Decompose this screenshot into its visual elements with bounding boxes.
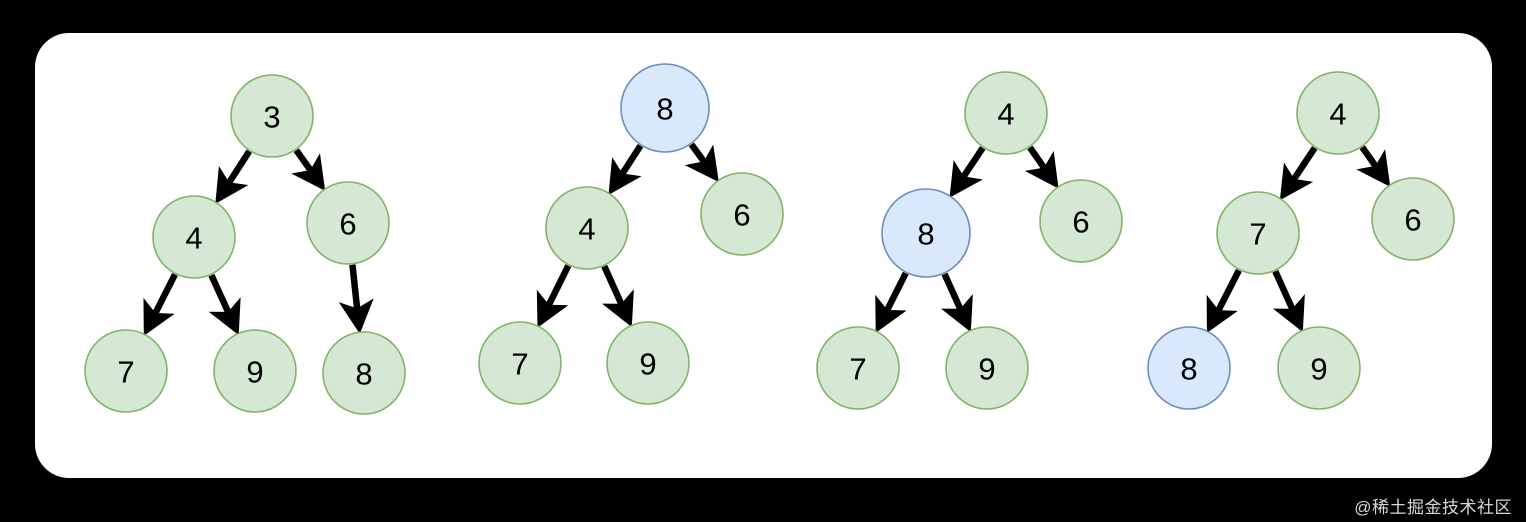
node-label: 9 (1310, 352, 1327, 387)
node-circle[interactable] (1296, 71, 1380, 155)
edges-layer (143, 142, 1391, 336)
node-circle[interactable] (700, 172, 784, 256)
node-circle[interactable] (306, 181, 390, 265)
node-circle[interactable] (606, 321, 690, 405)
tree-edge (338, 264, 374, 334)
node-circle[interactable] (152, 195, 236, 279)
tree-edge (1279, 146, 1318, 201)
node-label: 6 (1404, 203, 1421, 238)
tree-edge (291, 148, 326, 191)
node-label: 6 (339, 207, 356, 242)
node-circle[interactable] (322, 331, 406, 415)
tree-node[interactable]: 3 (230, 74, 314, 158)
node-circle[interactable] (1371, 177, 1455, 261)
tree-node[interactable]: 9 (213, 329, 297, 413)
node-label: 7 (117, 355, 134, 390)
tree-edge (940, 272, 973, 333)
tree-edge (949, 146, 986, 198)
node-circle[interactable] (1216, 191, 1300, 275)
tree-node[interactable]: 8 (1147, 326, 1231, 410)
node-circle[interactable] (84, 329, 168, 413)
node-label: 4 (578, 212, 595, 247)
node-circle[interactable] (945, 326, 1029, 410)
node-circle[interactable] (1277, 326, 1361, 410)
tree-node[interactable]: 9 (606, 321, 690, 405)
node-label: 3 (263, 100, 280, 135)
tree-node[interactable]: 4 (964, 71, 1048, 155)
node-label: 4 (185, 221, 202, 256)
tree-node[interactable]: 6 (1371, 177, 1455, 261)
node-label: 8 (355, 357, 372, 392)
tree-node[interactable]: 7 (1216, 191, 1300, 275)
tree-edge (536, 264, 572, 328)
node-circle[interactable] (478, 321, 562, 405)
node-circle[interactable] (1147, 326, 1231, 410)
node-circle[interactable] (1039, 179, 1123, 263)
tree-node[interactable]: 9 (1277, 326, 1361, 410)
tree-node[interactable]: 7 (84, 329, 168, 413)
tree-edge (875, 271, 909, 333)
node-circle[interactable] (545, 186, 629, 270)
tree-edge (143, 272, 178, 336)
tree-edge (684, 142, 719, 183)
tree-node[interactable]: 8 (620, 63, 710, 153)
tree-edge (608, 143, 644, 196)
node-label: 8 (656, 92, 673, 127)
node-label: 7 (511, 347, 528, 382)
tree-node[interactable]: 6 (1039, 179, 1123, 263)
node-circle[interactable] (881, 188, 971, 278)
node-circle[interactable] (620, 63, 710, 153)
tree-node[interactable]: 6 (700, 172, 784, 256)
node-label: 4 (1329, 97, 1346, 132)
node-circle[interactable] (964, 71, 1048, 155)
node-label: 6 (733, 198, 750, 233)
tree-node[interactable]: 8 (322, 331, 406, 415)
tree-node[interactable]: 7 (816, 326, 900, 410)
tree-edge (1356, 145, 1391, 187)
tree-node[interactable]: 4 (152, 195, 236, 279)
tree-node[interactable]: 6 (306, 181, 390, 265)
tree-edge (215, 149, 252, 204)
tree-node[interactable]: 7 (478, 321, 562, 405)
tree-edge (1272, 269, 1305, 333)
node-circle[interactable] (213, 329, 297, 413)
node-label: 6 (1072, 205, 1089, 240)
watermark-text: @稀土掘金技术社区 (1354, 498, 1512, 517)
node-label: 4 (997, 97, 1014, 132)
node-label: 9 (639, 347, 656, 382)
node-circle[interactable] (816, 326, 900, 410)
node-label: 9 (246, 355, 263, 390)
tree-node[interactable]: 4 (545, 186, 629, 270)
tree-edge (208, 273, 241, 336)
node-circle[interactable] (230, 74, 314, 158)
tree-edge (1024, 145, 1059, 189)
node-label: 7 (1249, 217, 1266, 252)
node-label: 8 (917, 217, 934, 252)
nodes-layer: 3 4 6 7 9 8 8 4 6 7 9 4 8 6 7 9 4 7 6 8 9 (84, 63, 1455, 415)
tree-edge (1206, 268, 1242, 333)
tree-edge (601, 264, 634, 328)
node-label: 7 (849, 352, 866, 387)
tree-node[interactable]: 4 (1296, 71, 1380, 155)
node-label: 8 (1180, 352, 1197, 387)
tree-node[interactable]: 8 (881, 188, 971, 278)
tree-node[interactable]: 9 (945, 326, 1029, 410)
node-label: 9 (978, 352, 995, 387)
